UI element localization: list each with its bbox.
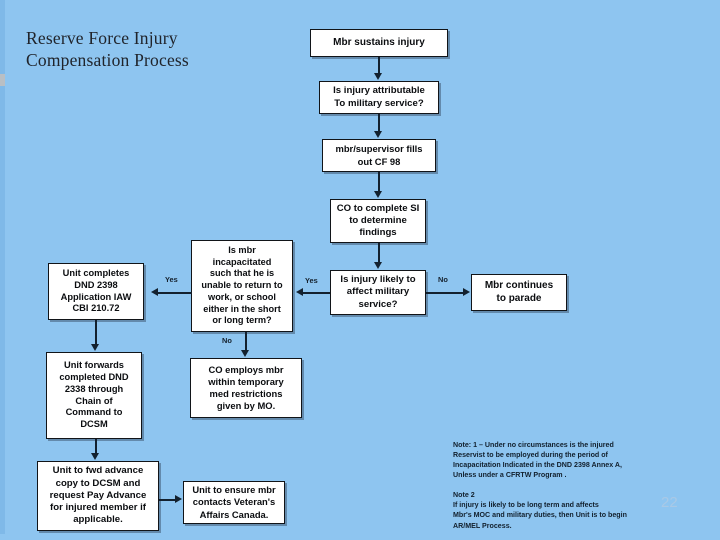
connector-sustains-to-attributable [378, 57, 380, 74]
page-title: Reserve Force Injury Compensation Proces… [26, 28, 189, 70]
connector-cf98-to-co-si [378, 172, 380, 191]
arrow-incapacitated-to-unit-completes-icon [151, 288, 158, 296]
arrow-incapacitated-to-co-employs-icon [241, 350, 249, 357]
node-is-injury-attributable[interactable]: Is injury attributable To military servi… [319, 81, 439, 114]
slide-edge-artifact [0, 74, 5, 86]
node-unit-ensure-mbr-contacts-vac[interactable]: Unit to ensure mbr contacts Veteran's Af… [183, 481, 285, 524]
node-mbr-supervisor-fills-cf98[interactable]: mbr/supervisor fills out CF 98 [322, 139, 436, 172]
arrow-co-si-to-likely-icon [374, 262, 382, 269]
connector-likely-to-parade [426, 292, 464, 294]
arrow-likely-to-incapacitated-icon [296, 288, 303, 296]
connector-unit-completes-to-unit-forwards [95, 320, 97, 345]
node-is-injury-likely-to-affect-service[interactable]: Is injury likely to affect military serv… [330, 270, 426, 315]
arrow-unit-forwards-to-fwd-advance-icon [91, 453, 99, 460]
connector-likely-to-incapacitated [302, 292, 330, 294]
node-unit-completes-dnd-2398[interactable]: Unit completes DND 2398 Application IAW … [48, 263, 144, 320]
node-unit-forwards-dnd-2338[interactable]: Unit forwards completed DND 2338 through… [46, 352, 142, 439]
node-mbr-continues-to-parade[interactable]: Mbr continues to parade [471, 274, 567, 311]
connector-unit-forwards-to-fwd-advance [95, 439, 97, 454]
notes-block: Note: 1 – Under no circumstances is the … [453, 441, 627, 530]
arrow-unit-completes-to-unit-forwards-icon [91, 344, 99, 351]
connector-attributable-to-cf98 [378, 114, 380, 131]
arrow-cf98-to-co-si-icon [374, 191, 382, 198]
connector-fwd-advance-to-vac [159, 499, 176, 501]
edge-label-no-to-co-employs: No [222, 336, 232, 345]
edge-label-no-to-parade: No [438, 275, 448, 284]
arrow-likely-to-parade-icon [463, 288, 470, 296]
edge-label-yes-to-unit-completes: Yes [165, 275, 178, 284]
connector-incapacitated-to-co-employs [245, 332, 247, 351]
connector-incapacitated-to-unit-completes [158, 292, 192, 294]
node-mbr-sustains-injury[interactable]: Mbr sustains injury [310, 29, 448, 57]
connector-co-si-to-likely [378, 243, 380, 263]
edge-label-yes-to-incapacitated: Yes [305, 276, 318, 285]
node-co-to-complete-si[interactable]: CO to complete SI to determine findings [330, 199, 426, 243]
arrow-attributable-to-cf98-icon [374, 131, 382, 138]
slide-left-edge-band [0, 0, 5, 540]
node-co-employs-mbr[interactable]: CO employs mbr within temporary med rest… [190, 358, 302, 418]
arrow-sustains-to-attributable-icon [374, 73, 382, 80]
node-unit-fwd-advance-copy[interactable]: Unit to fwd advance copy to DCSM and req… [37, 461, 159, 531]
arrow-fwd-advance-to-vac-icon [175, 495, 182, 503]
slide-bottom-strip [0, 534, 720, 540]
node-is-mbr-incapacitated[interactable]: Is mbr incapacitated such that he is una… [191, 240, 293, 332]
page-number: 22 [661, 494, 678, 511]
